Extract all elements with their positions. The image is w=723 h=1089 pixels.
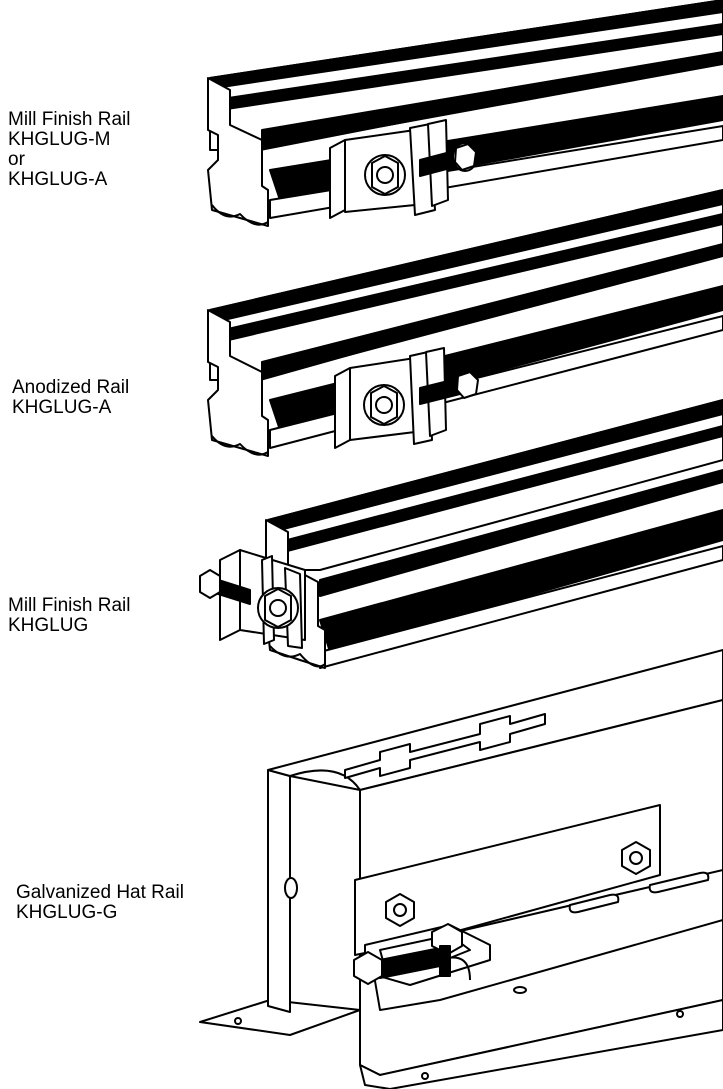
lug-3 <box>199 549 306 649</box>
label-line: KHGLUG-G <box>16 902 118 923</box>
rail-3 <box>199 399 723 669</box>
label-mill-finish-rail-2: Mill Finish Rail KHGLUG <box>8 596 130 636</box>
label-line: Anodized Rail <box>12 377 130 398</box>
label-line: Mill Finish Rail <box>8 595 131 616</box>
label-line: Galvanized Hat Rail <box>16 882 184 903</box>
lug-1 <box>329 119 478 219</box>
lug-2 <box>334 347 479 449</box>
label-mill-finish-rail-1: Mill Finish Rail KHGLUG-M or KHGLUG-A <box>8 110 130 190</box>
label-galvanized-hat-rail: Galvanized Hat Rail KHGLUG-G <box>16 883 184 923</box>
rail-1 <box>207 0 723 227</box>
label-line: KHGLUG-M <box>8 129 111 150</box>
rail-2 <box>207 189 723 457</box>
label-line: KHGLUG <box>8 615 89 636</box>
label-line: KHGLUG-A <box>8 169 108 190</box>
label-line: KHGLUG-A <box>12 397 112 418</box>
rail-4-hat <box>199 649 723 1089</box>
label-line: or <box>8 149 25 170</box>
label-line: Mill Finish Rail <box>8 109 131 130</box>
lug-4 <box>353 923 491 986</box>
label-anodized-rail: Anodized Rail KHGLUG-A <box>12 378 129 418</box>
